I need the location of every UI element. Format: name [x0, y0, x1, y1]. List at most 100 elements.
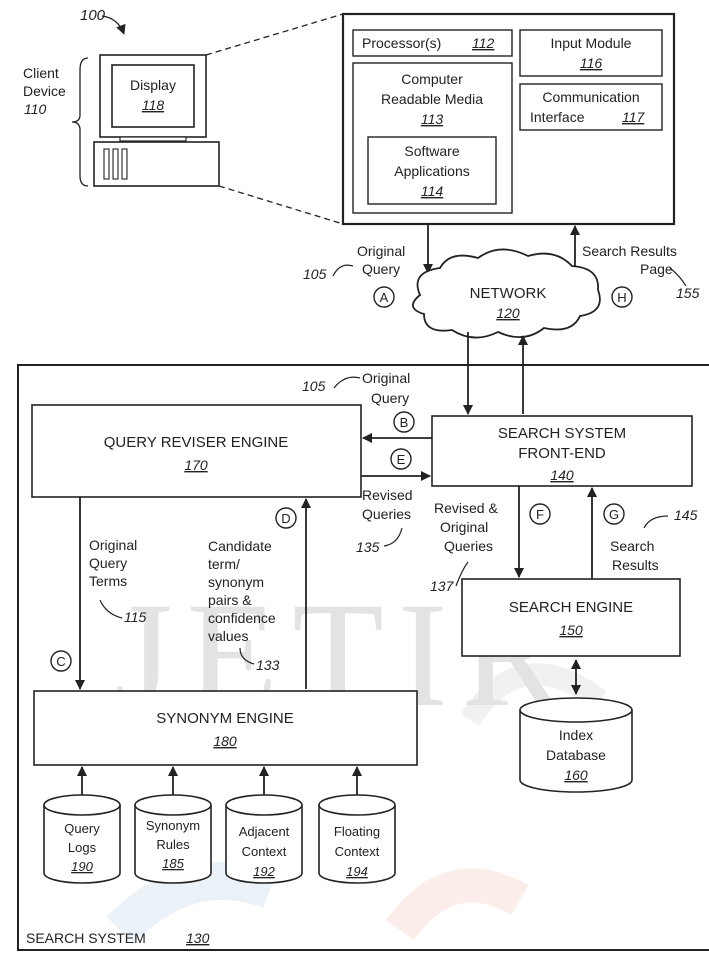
index-db-line1: Index [559, 727, 593, 743]
revised-original-line2: Original [440, 519, 488, 535]
display-label: Display [130, 77, 176, 93]
display-ref: 118 [142, 97, 165, 113]
original-query-2-line1: Original [362, 370, 410, 386]
input-module-ref: 116 [580, 55, 603, 71]
synonym-engine [33, 690, 418, 766]
input-module-box [519, 29, 663, 77]
query-terms-line1: Original [89, 537, 137, 553]
results-page-leader [669, 267, 687, 287]
step-c-label: C [56, 654, 65, 669]
qre-label: QUERY REVISER ENGINE [104, 434, 289, 451]
processor-label: Processor(s) [362, 35, 441, 51]
candidates-leader [239, 647, 255, 665]
revised-queries-line1: Revised [362, 487, 413, 503]
step-d-label: D [281, 511, 290, 526]
revised-queries-ref: 135 [356, 539, 380, 555]
revised-queries-leader [383, 527, 403, 547]
client-device: Client Device 110 Display 118 [23, 54, 220, 187]
query-terms-ref: 115 [124, 609, 147, 625]
original-query-ref: 105 [303, 266, 327, 282]
network-cloud: NETWORK 120 [412, 248, 601, 339]
step-h-marker [611, 286, 633, 308]
candidates-line4: pairs & [208, 592, 252, 608]
step-e-label: E [397, 452, 406, 467]
comm-interface-box [519, 83, 663, 131]
step-a-label: A [380, 290, 389, 305]
results-page-ref: 155 [676, 285, 700, 301]
db-adjacent-context-line1: Adjacent [239, 824, 290, 839]
crm-label-line1: Computer [401, 71, 463, 87]
candidates-line5: confidence [208, 610, 276, 626]
step-g-label: G [609, 507, 619, 522]
server-box: Processor(s) 112 Computer Readable Media… [341, 12, 676, 226]
db-floating-context: Floating Context 194 [318, 794, 396, 884]
db-adjacent-context: Adjacent Context 192 [225, 794, 303, 884]
db-adjacent-context-ref: 192 [253, 864, 275, 879]
db-query-logs-line2: Logs [68, 840, 97, 855]
synonym-engine-label: SYNONYM ENGINE [156, 710, 294, 727]
original-query-leader [332, 264, 354, 277]
candidates-ref: 133 [256, 657, 280, 673]
revised-original-ref: 137 [430, 578, 455, 594]
processor-box [352, 29, 513, 57]
db-synonym-rules-line2: Rules [156, 837, 190, 852]
tower-slot [112, 148, 119, 180]
search-results-line2: Results [612, 557, 659, 573]
front-end-line2: FRONT-END [518, 445, 606, 462]
original-query-2-leader [333, 376, 361, 389]
query-reviser-engine [31, 404, 362, 498]
search-engine-label: SEARCH ENGINE [509, 599, 633, 616]
software-box [367, 136, 497, 205]
db-query-logs-ref: 190 [71, 859, 93, 874]
search-engine [461, 578, 681, 657]
candidates-line2: term/ [208, 556, 240, 572]
candidates-line3: synonym [208, 574, 264, 590]
client-label-line2: Device [23, 83, 66, 99]
original-query-line2: Query [362, 261, 400, 277]
query-terms-line3: Terms [89, 573, 127, 589]
synonym-engine-ref: 180 [213, 733, 237, 749]
search-system-front-end [431, 415, 693, 487]
processor-ref: 112 [472, 35, 495, 51]
search-system-label: SEARCH SYSTEM [26, 930, 146, 946]
step-d-marker [275, 507, 297, 529]
search-results-ref: 145 [674, 507, 698, 523]
step-c-marker [50, 650, 72, 672]
monitor-stand [119, 136, 187, 142]
revised-original-line1: Revised & [434, 500, 498, 516]
index-database: Index Database 160 [519, 697, 633, 793]
crm-ref: 113 [421, 111, 444, 127]
results-page-line1: Search Results [582, 243, 677, 259]
step-b-marker [393, 411, 415, 433]
network-label: NETWORK [470, 285, 547, 302]
db-adjacent-context-line2: Context [242, 844, 287, 859]
front-end-ref: 140 [550, 467, 574, 483]
zoom-line-top [205, 13, 344, 56]
query-terms-leader [99, 599, 123, 619]
client-label-line1: Client [23, 65, 59, 81]
figure-ref: 100 [80, 7, 106, 24]
original-query-line1: Original [357, 243, 405, 259]
figure-ref-arrow [101, 15, 126, 35]
tower-slot [103, 148, 110, 180]
candidates-line6: values [208, 628, 248, 644]
db-query-logs-line1: Query [64, 821, 100, 836]
revised-queries-line2: Queries [362, 506, 411, 522]
db-synonym-rules-line1: Synonym [146, 818, 200, 833]
crm-label-line2: Readable Media [381, 91, 483, 107]
zoom-line-bottom [218, 185, 344, 225]
tower-slot [121, 148, 128, 180]
comm-label-line2: Interface [530, 109, 585, 125]
client-ref: 110 [24, 101, 47, 117]
step-e-marker [390, 448, 412, 470]
comm-ref: 117 [622, 109, 646, 125]
index-db-ref: 160 [564, 767, 588, 783]
db-synonym-rules-ref: 185 [162, 856, 184, 871]
search-engine-ref: 150 [559, 622, 583, 638]
comm-label-line1: Communication [542, 89, 639, 105]
db-floating-context-ref: 194 [346, 864, 368, 879]
original-query-2-ref: 105 [302, 378, 326, 394]
software-label-line1: Software [404, 143, 459, 159]
db-synonym-rules: Synonym Rules 185 [134, 794, 212, 884]
